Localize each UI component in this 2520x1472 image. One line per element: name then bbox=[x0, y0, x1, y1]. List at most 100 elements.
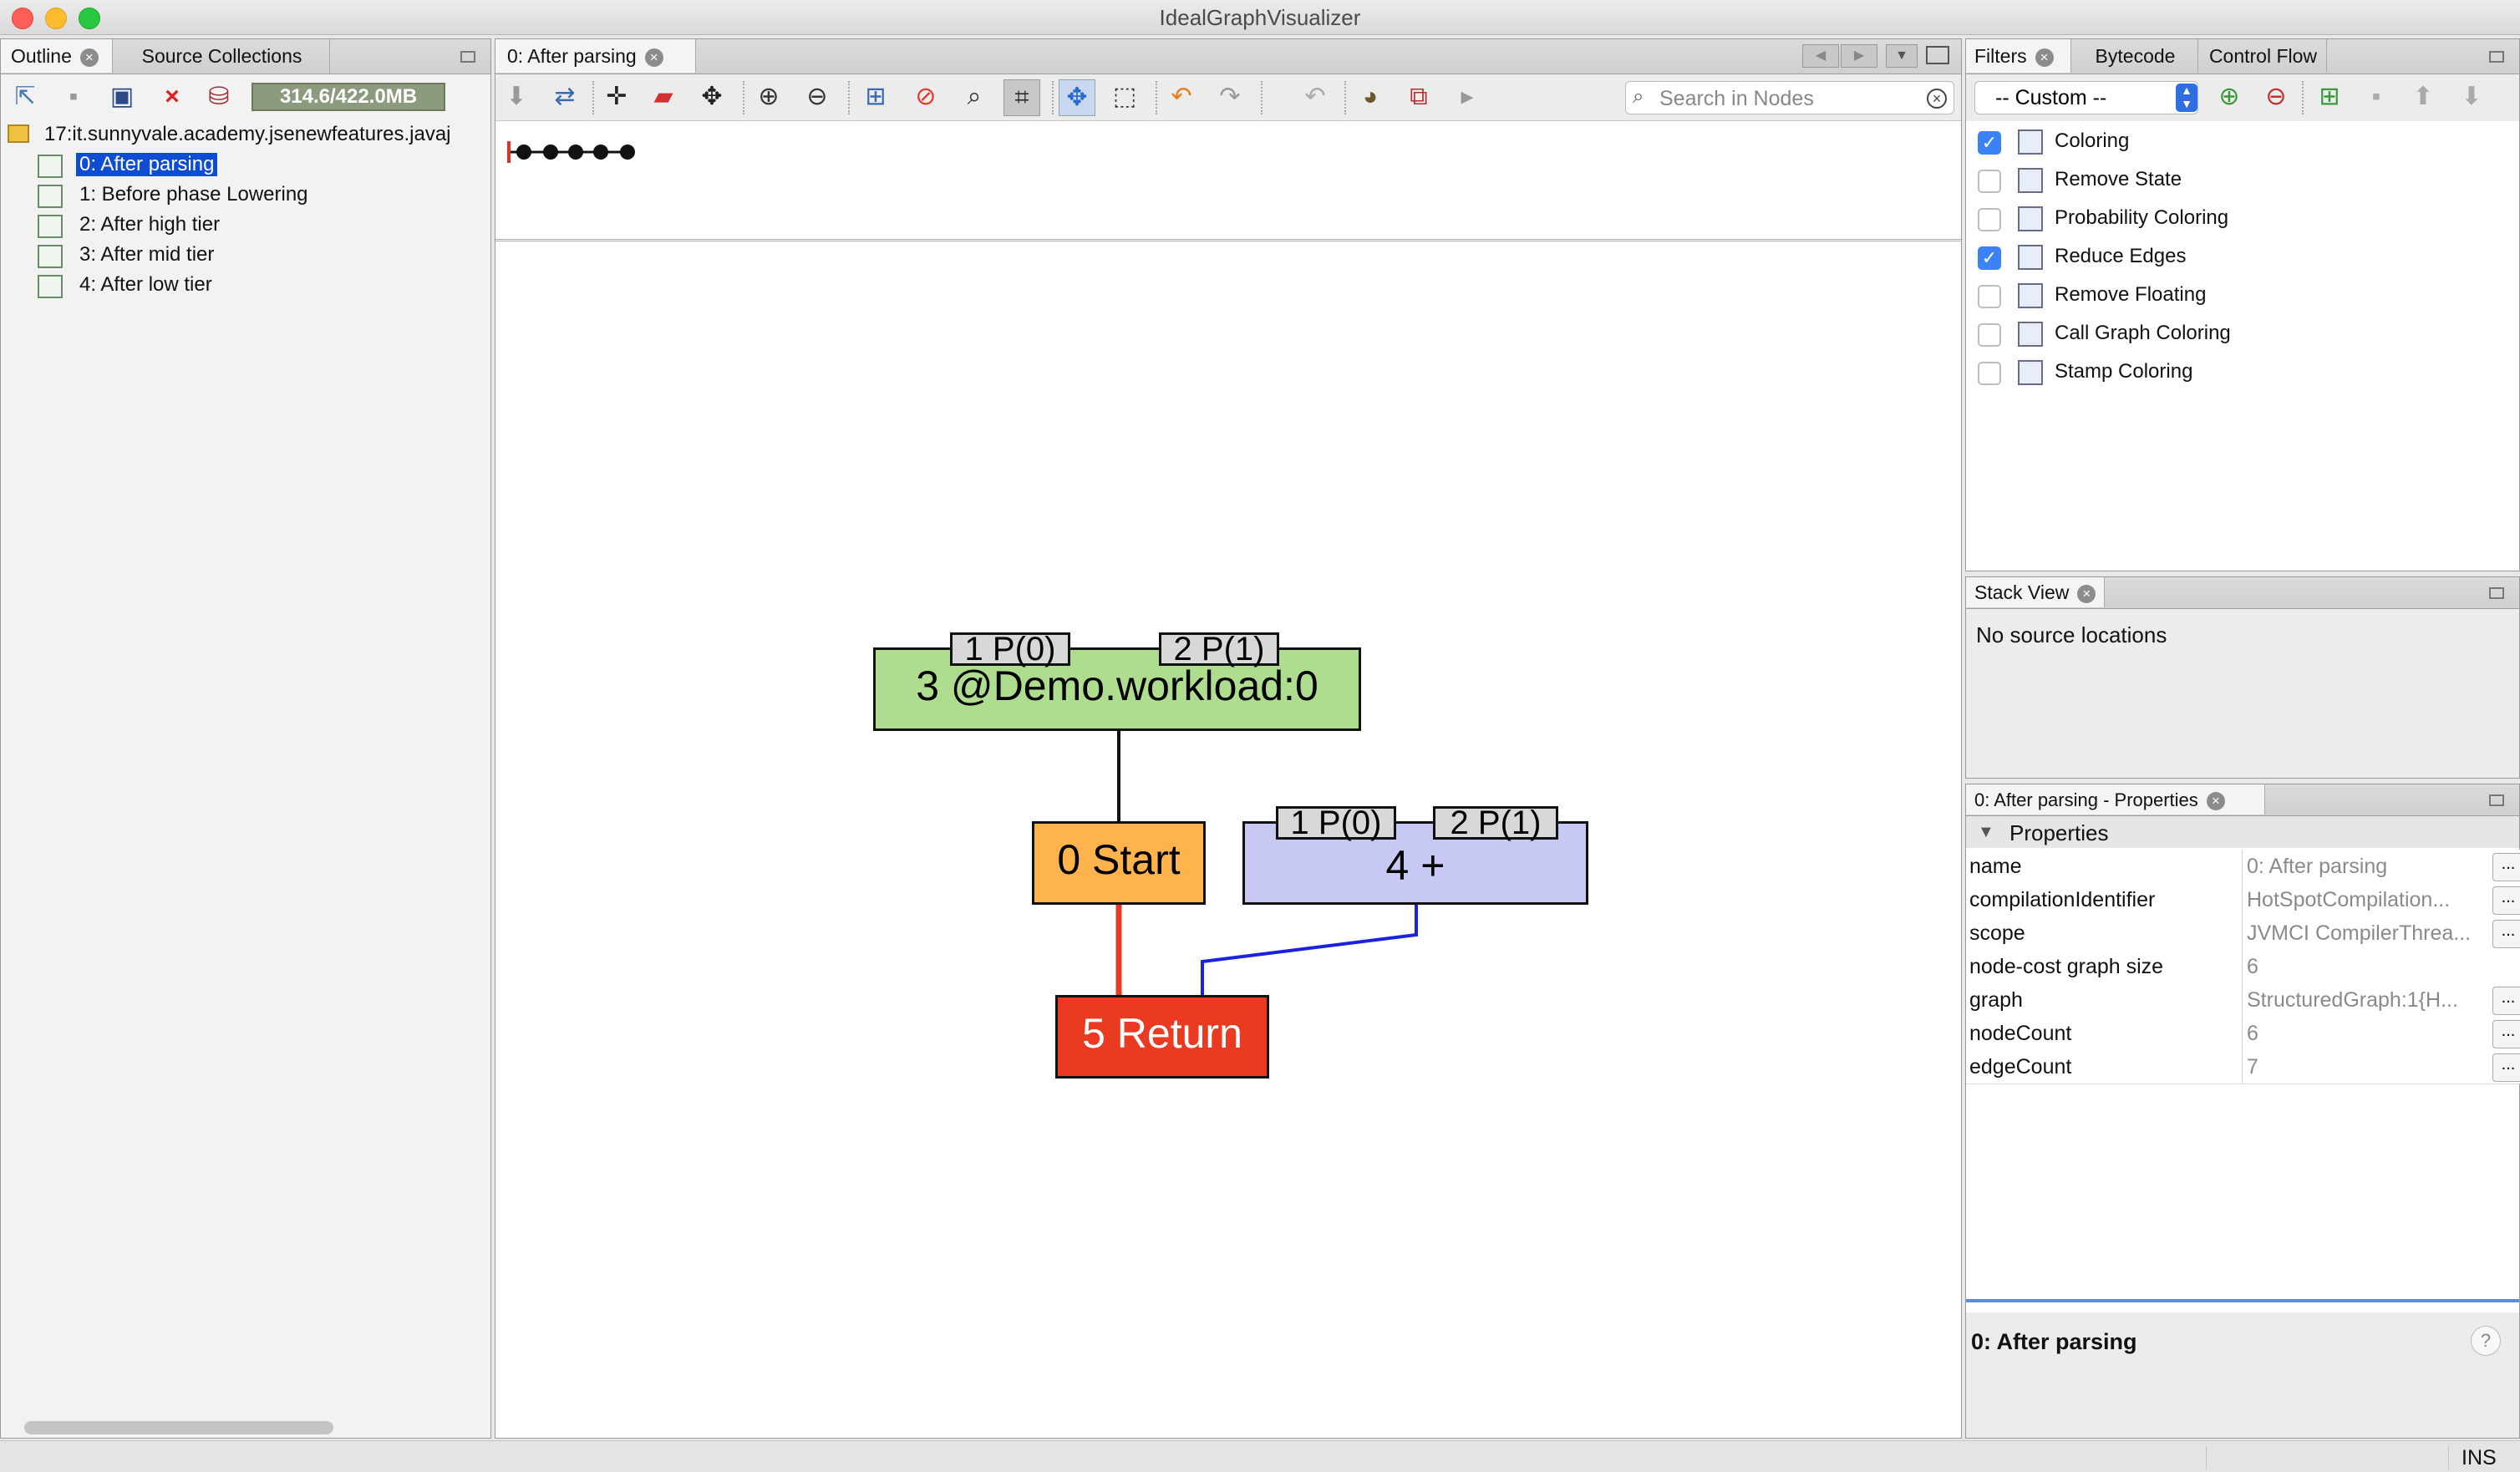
help-icon[interactable]: ? bbox=[2471, 1326, 2501, 1356]
memory-indicator[interactable]: 314.6/422.0MB bbox=[251, 83, 445, 111]
outline-item-2[interactable]: 2: After high tier bbox=[79, 213, 221, 236]
move-down-icon[interactable]: ⬇ bbox=[2461, 83, 2482, 110]
outline-item-3[interactable]: 3: After mid tier bbox=[79, 243, 215, 266]
node-5-return[interactable]: 5 Return bbox=[1055, 995, 1269, 1079]
color-icon[interactable]: ◕ bbox=[1362, 83, 1379, 110]
zoom-out-icon[interactable]: ⊖ bbox=[806, 83, 828, 110]
property-description-splitter[interactable] bbox=[1966, 1299, 2519, 1302]
port-p0[interactable]: 1 P(0) bbox=[1276, 806, 1396, 840]
property-row[interactable]: compilationIdentifier HotSpotCompilation… bbox=[1966, 883, 2520, 917]
scroll-tabs-right-icon[interactable]: ▶ bbox=[1841, 44, 1877, 68]
close-icon[interactable]: × bbox=[79, 48, 99, 67]
filter-label[interactable]: Probability Coloring bbox=[2055, 206, 2229, 229]
minimize-panel-icon[interactable] bbox=[2489, 587, 2504, 599]
tab-bytecode[interactable]: Bytecode bbox=[2073, 39, 2198, 73]
scroll-tabs-left-icon[interactable]: ◀ bbox=[1802, 44, 1839, 68]
port-p1[interactable]: 2 P(1) bbox=[1433, 806, 1558, 840]
property-row[interactable]: nodeCount 6... bbox=[1966, 1017, 2520, 1051]
group-label[interactable]: 17:it.sunnyvale.academy.jsenewfeatures.j… bbox=[44, 123, 451, 145]
graph-timeline[interactable] bbox=[495, 121, 1961, 241]
edit-property-button[interactable]: ... bbox=[2492, 853, 2520, 881]
close-icon[interactable]: × bbox=[2206, 792, 2225, 811]
port-p0[interactable]: 1 P(0) bbox=[950, 632, 1070, 666]
node-0-start[interactable]: 0 Start bbox=[1032, 821, 1206, 905]
hierarchical-layout-icon[interactable]: ⊞ bbox=[865, 83, 887, 110]
delete-profile-icon[interactable]: ⊖ bbox=[2265, 83, 2287, 110]
filter-checkbox-stamp-coloring[interactable] bbox=[1978, 362, 2001, 385]
filter-label[interactable]: Call Graph Coloring bbox=[2055, 322, 2231, 344]
property-row[interactable]: edgeCount 7... bbox=[1966, 1050, 2520, 1084]
expand-icon[interactable]: ✛ bbox=[606, 83, 627, 110]
tab-properties[interactable]: 0: After parsing - Properties× bbox=[1966, 784, 2265, 815]
show-all-icon[interactable]: ✥ bbox=[701, 83, 723, 110]
filter-checkbox-probability-coloring[interactable] bbox=[1978, 208, 2001, 231]
save-icon[interactable]: ▪ bbox=[69, 83, 79, 110]
tab-graph[interactable]: 0: After parsing× bbox=[495, 39, 696, 73]
minimize-panel-icon[interactable] bbox=[2489, 794, 2504, 806]
edit-property-button[interactable]: ... bbox=[2492, 987, 2520, 1015]
tab-stack-view[interactable]: Stack View× bbox=[1966, 577, 2105, 607]
save-all-icon[interactable]: ▣ bbox=[109, 83, 135, 110]
remove-icon[interactable]: × bbox=[165, 83, 180, 110]
outline-item-1[interactable]: 1: Before phase Lowering bbox=[79, 183, 308, 206]
back-icon[interactable]: ↶ bbox=[1304, 83, 1326, 110]
filter-checkbox-coloring[interactable]: ✓ bbox=[1978, 131, 2001, 155]
open-icon[interactable]: ⇱ bbox=[14, 83, 36, 110]
expand-diff-icon[interactable]: ⬇ bbox=[506, 83, 527, 110]
tab-control-flow[interactable]: Control Flow bbox=[2200, 39, 2327, 73]
edit-property-button[interactable]: ... bbox=[2492, 1020, 2520, 1048]
filter-label[interactable]: Remove Floating bbox=[2055, 283, 2207, 306]
outline-item-0[interactable]: 0: After parsing bbox=[76, 153, 218, 176]
properties-section-header[interactable]: ▼ Properties bbox=[1966, 816, 2519, 848]
zoom-in-icon[interactable]: ⊕ bbox=[758, 83, 780, 110]
property-row[interactable]: name 0: After parsing... bbox=[1966, 850, 2520, 884]
clear-search-icon[interactable]: × bbox=[1927, 89, 1947, 109]
filter-checkbox-reduce-edges[interactable]: ✓ bbox=[1978, 246, 2001, 270]
fit-icon[interactable]: ⌗ bbox=[1003, 79, 1040, 116]
zoom-window-button[interactable] bbox=[79, 8, 100, 29]
search-field[interactable]: ⌕ Search in Nodes × bbox=[1625, 81, 1954, 114]
maximize-icon[interactable] bbox=[1926, 46, 1949, 64]
remove-filter-icon[interactable]: ▪ bbox=[2371, 83, 2381, 110]
filter-label[interactable]: Remove State bbox=[2055, 168, 2182, 190]
filter-checkbox-remove-state[interactable] bbox=[1978, 170, 2001, 193]
timeline-slider[interactable] bbox=[507, 140, 641, 165]
edit-property-button[interactable]: ... bbox=[2492, 920, 2520, 948]
property-row[interactable]: graph StructuredGraph:1{H...... bbox=[1966, 983, 2520, 1018]
filter-label[interactable]: Reduce Edges bbox=[2055, 245, 2187, 267]
selection-mode-icon[interactable]: ⬚ bbox=[1112, 83, 1137, 110]
redo-icon[interactable]: ↷ bbox=[1219, 83, 1241, 110]
node-3-workload[interactable]: 3 @Demo.workload:0 bbox=[873, 647, 1361, 731]
tab-source-collections[interactable]: Source Collections bbox=[114, 39, 330, 73]
hide-icon[interactable]: ▰ bbox=[653, 83, 673, 110]
move-up-icon[interactable]: ⬆ bbox=[2412, 83, 2434, 110]
minimize-panel-icon[interactable] bbox=[2489, 51, 2504, 63]
tab-filters[interactable]: Filters× bbox=[1966, 39, 2071, 73]
horizontal-scrollbar[interactable] bbox=[24, 1421, 333, 1434]
extract-nodes-icon[interactable]: ⇄ bbox=[554, 83, 576, 110]
export-icon[interactable]: ▸ bbox=[1461, 83, 1474, 110]
minimize-panel-icon[interactable] bbox=[460, 51, 475, 63]
remove-all-icon[interactable]: ⛁ bbox=[208, 83, 230, 110]
close-icon[interactable]: × bbox=[2035, 48, 2054, 67]
pan-mode-icon[interactable]: ✥ bbox=[1059, 79, 1095, 116]
add-filter-icon[interactable]: ⊞ bbox=[2319, 83, 2340, 110]
property-row[interactable]: scope JVMCI CompilerThrea...... bbox=[1966, 916, 2520, 951]
filter-icon[interactable]: ⧉ bbox=[1410, 83, 1428, 110]
outline-item-4[interactable]: 4: After low tier bbox=[79, 273, 212, 296]
zoom-selection-icon[interactable]: ⌕ bbox=[967, 83, 982, 110]
graph-canvas[interactable]: 3 @Demo.workload:0 1 P(0) 2 P(1) 0 Start… bbox=[495, 243, 1961, 1438]
filter-checkbox-call-graph-coloring[interactable] bbox=[1978, 323, 2001, 347]
predecessor-icon[interactable]: ⊘ bbox=[915, 83, 937, 110]
close-window-button[interactable] bbox=[12, 8, 33, 29]
close-icon[interactable]: × bbox=[644, 48, 663, 67]
tab-list-icon[interactable]: ▼ bbox=[1886, 44, 1918, 68]
minimize-window-button[interactable] bbox=[45, 8, 67, 29]
edit-property-button[interactable]: ... bbox=[2492, 1053, 2520, 1082]
undo-icon[interactable]: ↶ bbox=[1171, 83, 1192, 110]
filter-profile-select[interactable]: -- Custom -- ▲▼ bbox=[1974, 81, 2198, 114]
edit-property-button[interactable]: ... bbox=[2492, 886, 2520, 915]
filter-label[interactable]: Coloring bbox=[2055, 129, 2130, 152]
filter-checkbox-remove-floating[interactable] bbox=[1978, 285, 2001, 308]
property-row[interactable]: node-cost graph size 6 bbox=[1966, 950, 2520, 984]
